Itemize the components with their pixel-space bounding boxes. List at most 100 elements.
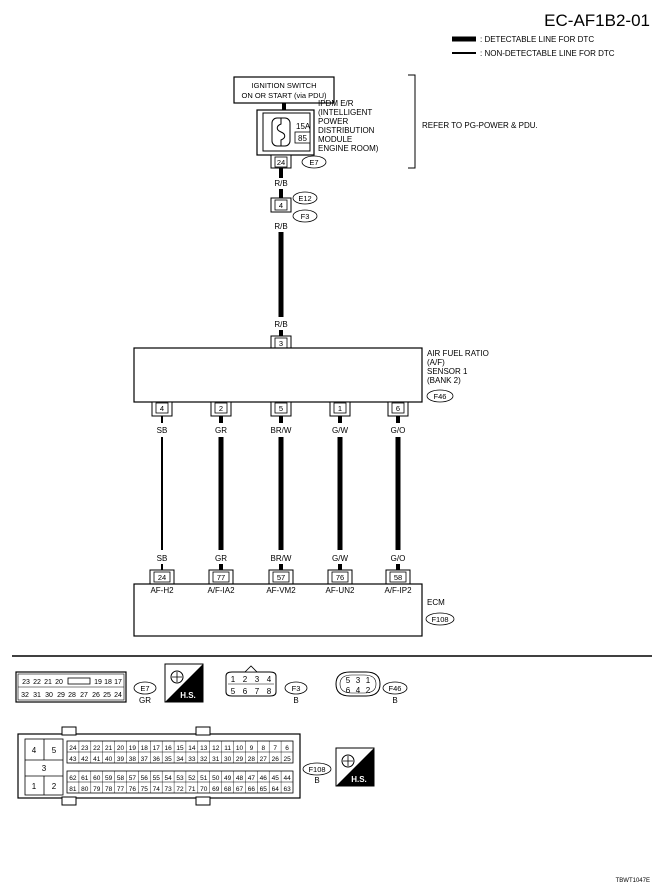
f108-pin-number: 50 <box>212 775 220 782</box>
f108-pin-number: 60 <box>93 775 101 782</box>
wire-column-3: 5 BR/W BR/W 57 AF-VM2 <box>266 401 296 595</box>
ipdm-pin: 24 <box>277 158 285 167</box>
sensor-label-1: AIR FUEL RATIO <box>427 349 489 358</box>
e7-key-slot <box>67 677 91 685</box>
fuse-number: 85 <box>298 134 307 143</box>
f108-pin-number: 47 <box>248 775 256 782</box>
svg-text:3: 3 <box>42 764 47 773</box>
f108-pin-number: 31 <box>212 756 220 763</box>
wire-color: SB <box>157 554 168 563</box>
f108-pin-number: 34 <box>176 756 184 763</box>
ignition-switch-box <box>233 76 335 104</box>
f108-pin-number: 30 <box>224 756 232 763</box>
svg-text:30: 30 <box>45 692 53 699</box>
f108-pin-number: 9 <box>250 745 254 752</box>
wire-color-sensor: R/B <box>274 320 287 329</box>
face-tag-f3-text: F3 <box>292 684 301 693</box>
svg-text:28: 28 <box>68 692 76 699</box>
wire-column-4: 1 G/W G/W 76 AF-UN2 <box>326 401 355 595</box>
face-tag-e7-text: E7 <box>140 684 149 693</box>
sensor-label-3: SENSOR 1 <box>427 367 468 376</box>
connector-face-f46: 5 3 1 6 4 2 <box>335 671 381 697</box>
face-tag-e7 <box>133 681 157 695</box>
svg-text:29: 29 <box>57 692 65 699</box>
f108-pin-number: 76 <box>129 786 137 793</box>
f108-pin-number: 65 <box>260 786 268 793</box>
f108-pin-number: 12 <box>212 745 220 752</box>
f108-pin-number: 49 <box>224 775 232 782</box>
face-color-f3: B <box>293 696 298 705</box>
f108-pin-number: 73 <box>164 786 172 793</box>
ecm-pin-label: A/F-IA2 <box>207 586 235 595</box>
connector-tag-f46 <box>426 389 454 403</box>
f108-pin-number: 79 <box>93 786 101 793</box>
svg-text:17: 17 <box>114 679 122 686</box>
f108-pin-number: 45 <box>272 775 280 782</box>
ecm-label: ECM <box>427 598 445 607</box>
hs-badge-icon: H.S. <box>164 663 204 703</box>
f108-pin-number: 7 <box>273 745 277 752</box>
svg-text:6: 6 <box>346 686 351 695</box>
face-color-f46: B <box>392 696 397 705</box>
f108-pin-number: 20 <box>117 745 125 752</box>
f108-pin-number: 17 <box>153 745 161 752</box>
connector-tag-f3 <box>292 209 318 223</box>
ipdm-label-1: IPDM E/R <box>318 99 354 108</box>
f108-pin-number: 56 <box>141 775 149 782</box>
ecm-pin-label: AF-H2 <box>150 586 174 595</box>
ecm-pin-label: AF-VM2 <box>266 586 296 595</box>
connector-face-f3: 1 2 3 4 5 6 7 8 <box>225 665 277 697</box>
ipdm-label-5: MODULE <box>318 135 352 144</box>
f108-pin-number: 25 <box>283 756 291 763</box>
svg-text:4: 4 <box>32 746 37 755</box>
f108-pin-number: 11 <box>224 745 231 752</box>
f108-pin-number: 66 <box>248 786 256 793</box>
face-tag-f46 <box>382 681 408 695</box>
f108-pin-number: 10 <box>236 745 244 752</box>
face-tag-f46-text: F46 <box>389 684 402 693</box>
ignition-line2: ON OR START (via PDU) <box>241 91 327 100</box>
connector-tag-e7 <box>301 155 327 169</box>
f108-pin-number: 81 <box>69 786 77 793</box>
f108-pin-number: 38 <box>129 756 137 763</box>
wire-color: GR <box>215 426 227 435</box>
svg-text:5: 5 <box>52 746 57 755</box>
svg-text:21: 21 <box>44 679 52 686</box>
ipdm-label-3: POWER <box>318 117 348 126</box>
f108-pin-number: 41 <box>93 756 101 763</box>
connector-f3-label: F3 <box>301 212 310 221</box>
f108-pin-number: 19 <box>129 745 137 752</box>
f108-pin-number: 28 <box>248 756 256 763</box>
sensor-pin: 6 <box>396 404 400 413</box>
ecm-pin: 57 <box>277 573 285 582</box>
ipdm-label-2: (INTELLIGENT <box>318 108 372 117</box>
af-sensor-box <box>133 347 423 403</box>
f108-pin-number: 71 <box>188 786 196 793</box>
connector-face-e7: 23 22 21 20 19 18 17 32 31 30 29 28 27 2… <box>15 671 127 703</box>
f108-pin-number: 74 <box>153 786 161 793</box>
svg-text:1: 1 <box>231 675 236 684</box>
svg-text:26: 26 <box>92 692 100 699</box>
wire-color-top: R/B <box>274 179 287 188</box>
f108-pin-number: 48 <box>236 775 244 782</box>
f108-pin-number: 26 <box>272 756 280 763</box>
connector-tag-e12 <box>292 191 318 205</box>
svg-text:25: 25 <box>103 692 111 699</box>
f108-pin-number: 43 <box>69 756 77 763</box>
fuse-amp: 15A <box>296 122 311 131</box>
sensor-pin: 1 <box>338 404 342 413</box>
svg-text:1: 1 <box>32 782 37 791</box>
connector-tag-f108 <box>425 612 455 626</box>
svg-text:27: 27 <box>80 692 88 699</box>
wire-color: GR <box>215 554 227 563</box>
f108-pin-number: 39 <box>117 756 125 763</box>
f108-pin-number: 13 <box>200 745 208 752</box>
f108-pin-number: 33 <box>188 756 196 763</box>
wire-color: BR/W <box>271 554 292 563</box>
f108-pin-number: 37 <box>141 756 149 763</box>
svg-text:18: 18 <box>104 679 112 686</box>
f108-pin-number: 14 <box>188 745 196 752</box>
svg-text:H.S.: H.S. <box>351 775 367 784</box>
sensor-pin: 5 <box>279 404 283 413</box>
f108-pin-number: 69 <box>212 786 220 793</box>
